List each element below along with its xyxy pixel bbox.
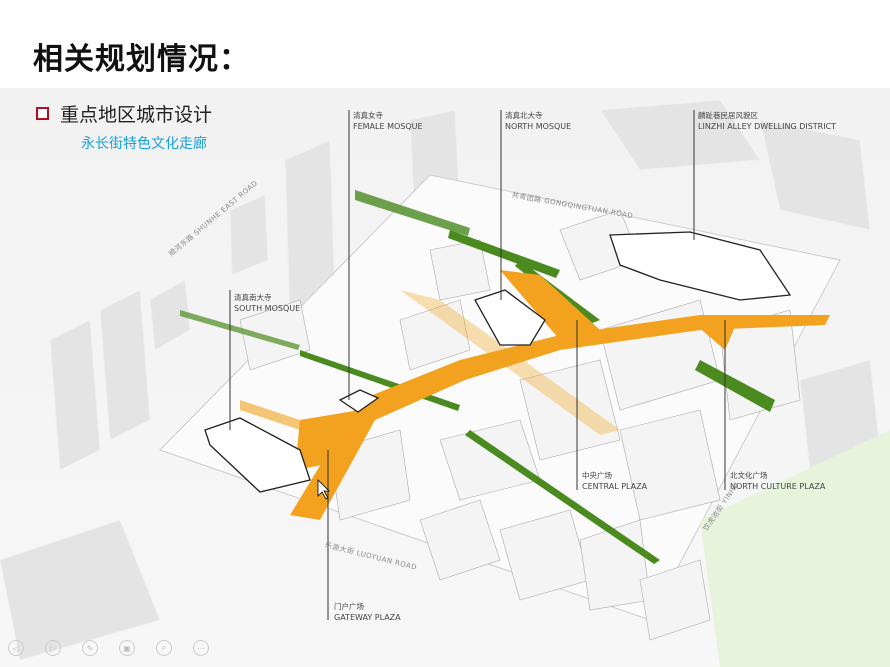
label-cn: 麟趾巷民居风貌区 bbox=[698, 111, 758, 120]
context-buildings bbox=[0, 99, 881, 661]
label-central-plaza: 中央广场 CENTRAL PLAZA bbox=[582, 470, 647, 492]
bullet-heading: 重点地区城市设计 bbox=[36, 100, 212, 127]
label-en: GATEWAY PLAZA bbox=[334, 613, 401, 622]
urban-design-diagram bbox=[0, 88, 890, 667]
label-en: SOUTH MOSQUE bbox=[234, 304, 301, 313]
zoom-icon[interactable]: ⌕ bbox=[156, 640, 172, 656]
leader-lines bbox=[229, 110, 726, 620]
bullet-text: 重点地区城市设计 bbox=[60, 104, 213, 126]
label-cn: 清真南大寺 bbox=[234, 293, 272, 302]
linzhi-footprint bbox=[609, 231, 792, 301]
label-north-mosque: 清真北大寺 NORTH MOSQUE bbox=[505, 110, 571, 132]
label-en: NORTH CULTURE PLAZA bbox=[730, 482, 826, 491]
slideshow-controls: ◁ ▷ ✎ ▣ ⌕ ⋯ bbox=[8, 640, 209, 656]
label-north-culture-plaza: 北文化广场 NORTH CULTURE PLAZA bbox=[730, 470, 825, 492]
orange-corridors bbox=[240, 270, 830, 520]
next-icon[interactable]: ▷ bbox=[45, 640, 61, 656]
label-en: CENTRAL PLAZA bbox=[582, 482, 648, 491]
label-cn: 门户广场 bbox=[334, 602, 364, 611]
park bbox=[700, 430, 890, 667]
label-cn: 中央广场 bbox=[582, 471, 612, 480]
slide-title: 相关规划情况： bbox=[33, 42, 250, 77]
mouse-cursor bbox=[317, 479, 330, 500]
label-cn: 北文化广场 bbox=[730, 471, 768, 480]
mosque-footprints bbox=[204, 231, 792, 493]
green-corridors bbox=[180, 190, 775, 564]
label-en: NORTH MOSQUE bbox=[505, 122, 572, 131]
label-south-mosque: 清真南大寺 SOUTH MOSQUE bbox=[234, 292, 300, 314]
label-en: LINZHI ALLEY DWELLING DISTRICT bbox=[698, 122, 837, 131]
label-female-mosque: 清真女寺 FEMALE MOSQUE bbox=[353, 110, 423, 132]
more-icon[interactable]: ⋯ bbox=[193, 640, 209, 656]
previous-icon[interactable]: ◁ bbox=[8, 640, 24, 656]
label-en: FEMALE MOSQUE bbox=[353, 122, 423, 131]
south-mosque-footprint bbox=[204, 417, 311, 493]
slides-icon[interactable]: ▣ bbox=[119, 640, 135, 656]
pen-icon[interactable]: ✎ bbox=[82, 640, 98, 656]
square-bullet-icon bbox=[36, 107, 49, 120]
north-mosque-footprint bbox=[474, 289, 546, 346]
subtitle: 永长街特色文化走廊 bbox=[81, 136, 207, 152]
label-cn: 清真北大寺 bbox=[505, 111, 543, 120]
label-linzhi: 麟趾巷民居风貌区 LINZHI ALLEY DWELLING DISTRICT bbox=[698, 110, 836, 132]
label-gateway-plaza: 门户广场 GATEWAY PLAZA bbox=[334, 601, 401, 623]
label-cn: 清真女寺 bbox=[353, 111, 383, 120]
